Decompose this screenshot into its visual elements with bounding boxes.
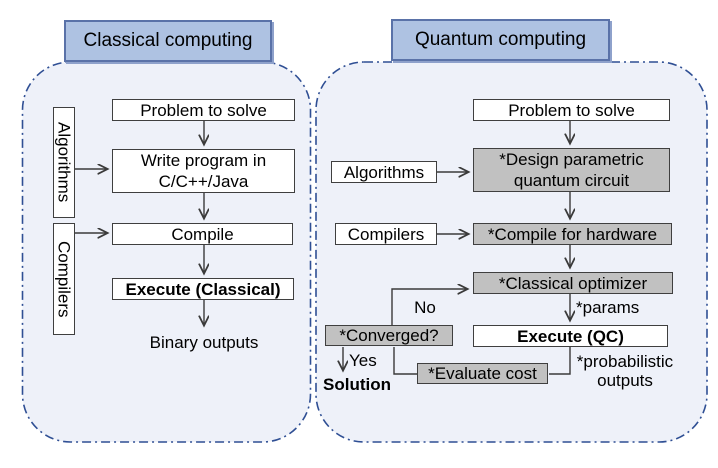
classical-binary-outputs-text: Binary outputs	[149, 332, 259, 352]
edge-label-params: *params	[576, 298, 640, 317]
classical-write-program-box: Write program in C/C++/Java	[112, 149, 295, 193]
quantum-design-circuit-box: *Design parametric quantum circuit	[473, 148, 670, 192]
quantum-solution-text: Solution	[323, 374, 391, 394]
classical-problem-box: Problem to solve	[112, 99, 295, 121]
classical-compile-box: Compile	[112, 223, 293, 245]
quantum-compile-hardware-box: *Compile for hardware	[473, 223, 672, 245]
quantum-classical-optimizer-box: *Classical optimizer	[473, 272, 673, 294]
edge-label-yes: Yes	[349, 351, 377, 370]
classical-header: Classical computing	[64, 20, 272, 62]
edge-label-probabilistic-outputs: *probabilistic outputs	[576, 352, 674, 390]
classical-algorithms-label-box: Algorithms	[53, 107, 75, 218]
edge-label-no: No	[414, 298, 436, 317]
classical-compilers-label-box: Compilers	[53, 223, 75, 335]
quantum-compilers-label-box: Compilers	[335, 223, 437, 245]
quantum-converged-box: *Converged?	[325, 325, 453, 346]
quantum-header: Quantum computing	[391, 19, 610, 61]
quantum-evaluate-cost-box: *Evaluate cost	[417, 363, 548, 384]
quantum-execute-box: Execute (QC)	[473, 325, 668, 347]
classical-execute-box: Execute (Classical)	[112, 278, 294, 300]
quantum-problem-box: Problem to solve	[473, 99, 670, 121]
quantum-algorithms-label-box: Algorithms	[331, 161, 437, 183]
